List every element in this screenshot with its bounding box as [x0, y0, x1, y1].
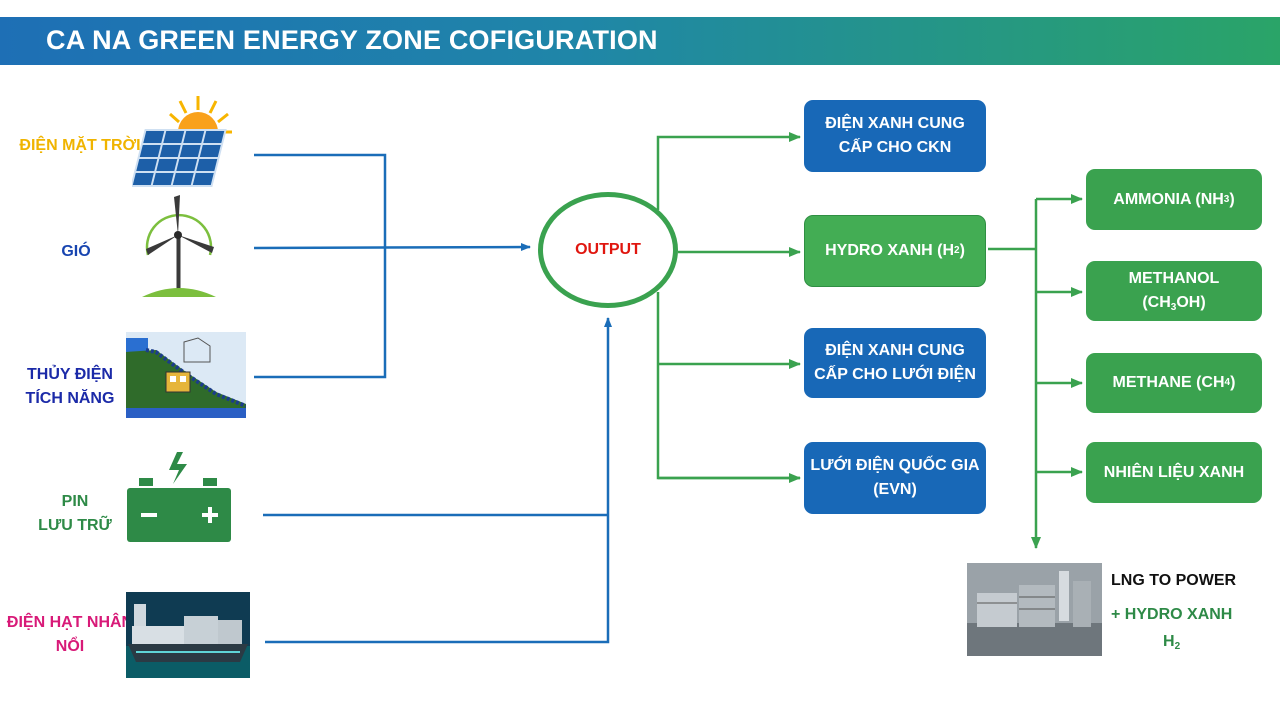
methanol-subscript: 3 [1170, 302, 1177, 313]
lng-hydrogen-label: + HYDRO XANH [1111, 606, 1233, 623]
hydro-label-line1: THỦY ĐIỆN [27, 366, 113, 383]
hydrogen-close: ) [959, 242, 965, 259]
page-title: CA NA GREEN ENERGY ZONE COFIGURATION [46, 25, 658, 55]
methanol-line1: METHANOL [1128, 270, 1220, 287]
wind-label: GIÓ [61, 243, 91, 260]
methanol-line2: (CH3OH) [1142, 291, 1205, 315]
methanol-post: OH) [1176, 294, 1206, 311]
input-lines [253, 153, 612, 644]
battery-label-line2: LƯU TRỮ [38, 517, 112, 534]
output-hub: OUTPUT [538, 192, 678, 308]
solar-panel-sun-icon [132, 92, 240, 188]
ammonia-close: ) [1229, 190, 1235, 208]
hydro-label: THỦY ĐIỆN TÍCH NĂNG [5, 363, 135, 411]
power-plant-icon [967, 563, 1102, 656]
ckn-power-box: ĐIỆN XANH CUNG CẤP CHO CKN [804, 100, 986, 172]
hydro-label-line2: TÍCH NĂNG [25, 390, 115, 407]
methanol-box: METHANOL (CH3OH) [1086, 261, 1262, 321]
wind-turbine-icon [140, 193, 218, 299]
solar-label: ĐIỆN MẶT TRỜI [19, 137, 141, 154]
evn-box: LƯỚI ĐIỆN QUỐC GIA (EVN) [804, 442, 986, 514]
output-lines [656, 132, 1083, 549]
lng-h2-label: H2 [1163, 630, 1180, 654]
battery-label: PIN LƯU TRỮ [10, 490, 140, 538]
methanol-pre: (CH [1142, 294, 1171, 311]
title-bar: CA NA GREEN ENERGY ZONE COFIGURATION [0, 17, 1280, 65]
green-fuel-box: NHIÊN LIỆU XANH [1086, 442, 1262, 503]
nuclear-to-output-arrow [265, 317, 612, 644]
methane-close: ) [1230, 374, 1236, 391]
grid-power-box: ĐIỆN XANH CUNG CẤP CHO LƯỚI ĐIỆN [804, 328, 986, 398]
floating-nuclear-ship-icon [126, 592, 250, 678]
wind-to-output-arrow [253, 243, 531, 252]
ammonia-text: AMMONIA (NH [1113, 190, 1224, 208]
nuclear-label: ĐIỆN HẠT NHÂN NỔI [6, 614, 134, 655]
battery-label-line1: PIN [61, 493, 89, 510]
lng-h2-pre: H [1163, 633, 1175, 650]
arrow-to-ckn [656, 132, 801, 210]
solar-hydro-bracket [254, 153, 387, 379]
methane-text: METHANE (CH [1112, 374, 1225, 391]
output-trunk-down [656, 292, 800, 480]
lng-to-power-label: LNG TO POWER [1111, 572, 1237, 589]
lng-h2-subscript: 2 [1174, 641, 1181, 652]
hydrogen-text: HYDRO XANH (H [825, 242, 954, 259]
battery-icon [127, 450, 233, 544]
pumped-hydro-diagram-icon [126, 332, 246, 418]
